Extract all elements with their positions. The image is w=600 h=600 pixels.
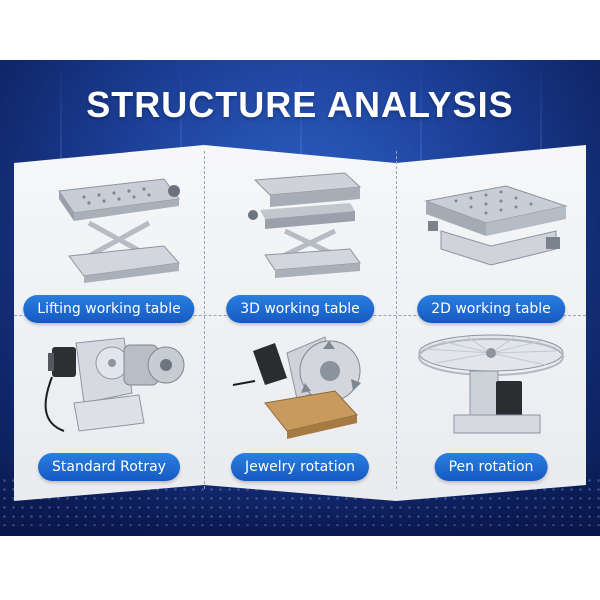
product-label: 2D working table [417,295,565,323]
product-label: Lifting working table [23,295,195,323]
rotary-chuck-icon [44,337,185,432]
product-panel: Lifting working table 3D working table [14,145,586,501]
lifting-table-icon [58,178,180,283]
3d-table-icon [248,172,362,278]
product-card-jewelry-rotation[interactable]: Jewelry rotation [205,323,395,503]
product-card-2d[interactable]: 2D working table [396,161,586,341]
2d-table-icon [424,185,568,266]
column-divider [396,151,397,489]
product-label: Jewelry rotation [230,453,370,481]
product-card-standard-rotary[interactable]: Standard Rotray [14,323,204,503]
product-card-3d[interactable]: 3D working table [205,155,395,335]
pen-rotary-icon [418,334,564,434]
page-title: STRUCTURE ANALYSIS [86,84,514,125]
product-card-lifting[interactable]: Lifting working table [14,161,204,341]
product-label: Standard Rotray [38,453,180,481]
product-card-pen-rotation[interactable]: Pen rotation [396,323,586,503]
jewelry-rotary-icon [232,336,361,439]
product-label: 3D working table [226,295,374,323]
column-divider [204,151,205,489]
product-label: Pen rotation [434,453,548,481]
